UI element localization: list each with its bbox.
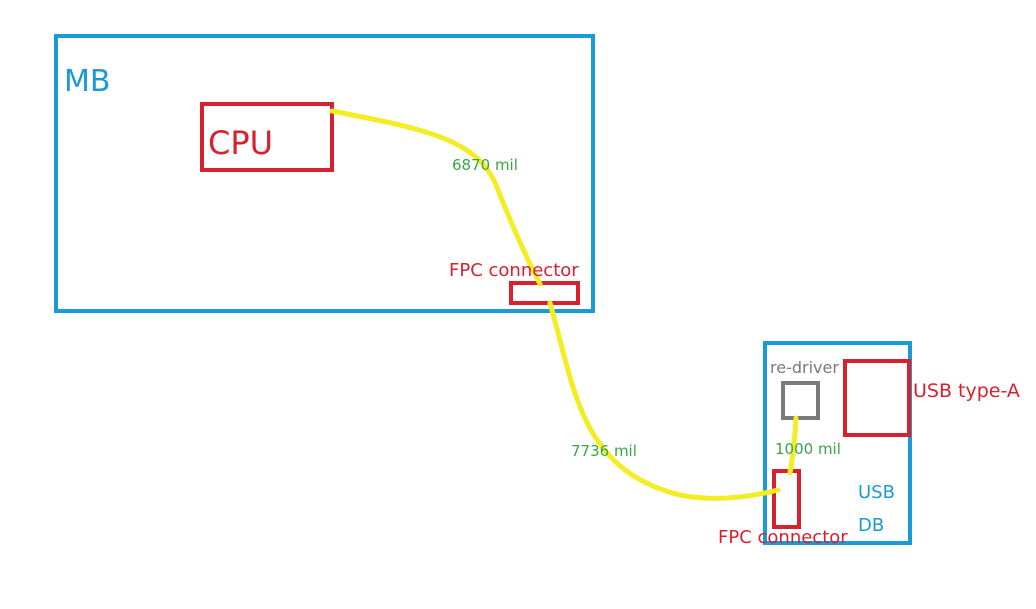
usb-type-a-label: USB type-A <box>913 380 1020 402</box>
mb-board <box>54 34 595 313</box>
mb-label: MB <box>64 64 110 99</box>
usb-db-label-line2: DB <box>858 515 884 536</box>
redriver-label: re-driver <box>770 358 839 377</box>
trace-db-fpc-to-redriver <box>787 415 799 476</box>
redriver-box <box>781 381 820 420</box>
trace-mb-fpc-to-db-fpc <box>547 300 781 501</box>
usb-db-label-line1: USB <box>858 482 895 503</box>
mb-fpc-connector-label: FPC connector <box>449 260 579 281</box>
trace-length-cpu-to-mb-fpc: 6870 mil <box>452 156 518 174</box>
trace-length-mb-fpc-to-db-fpc: 7736 mil <box>571 442 637 460</box>
cpu-box <box>200 102 334 172</box>
db-fpc-connector-label: FPC connector <box>718 527 848 548</box>
usb-db-board <box>763 341 912 545</box>
trace-cpu-to-mb-fpc <box>329 108 543 287</box>
mb-fpc-connector <box>509 281 580 305</box>
trace-length-db-fpc-to-redriver: 1000 mil <box>775 440 841 458</box>
cpu-label: CPU <box>208 124 273 162</box>
db-fpc-connector <box>772 469 801 529</box>
usb-type-a-box <box>843 359 911 437</box>
